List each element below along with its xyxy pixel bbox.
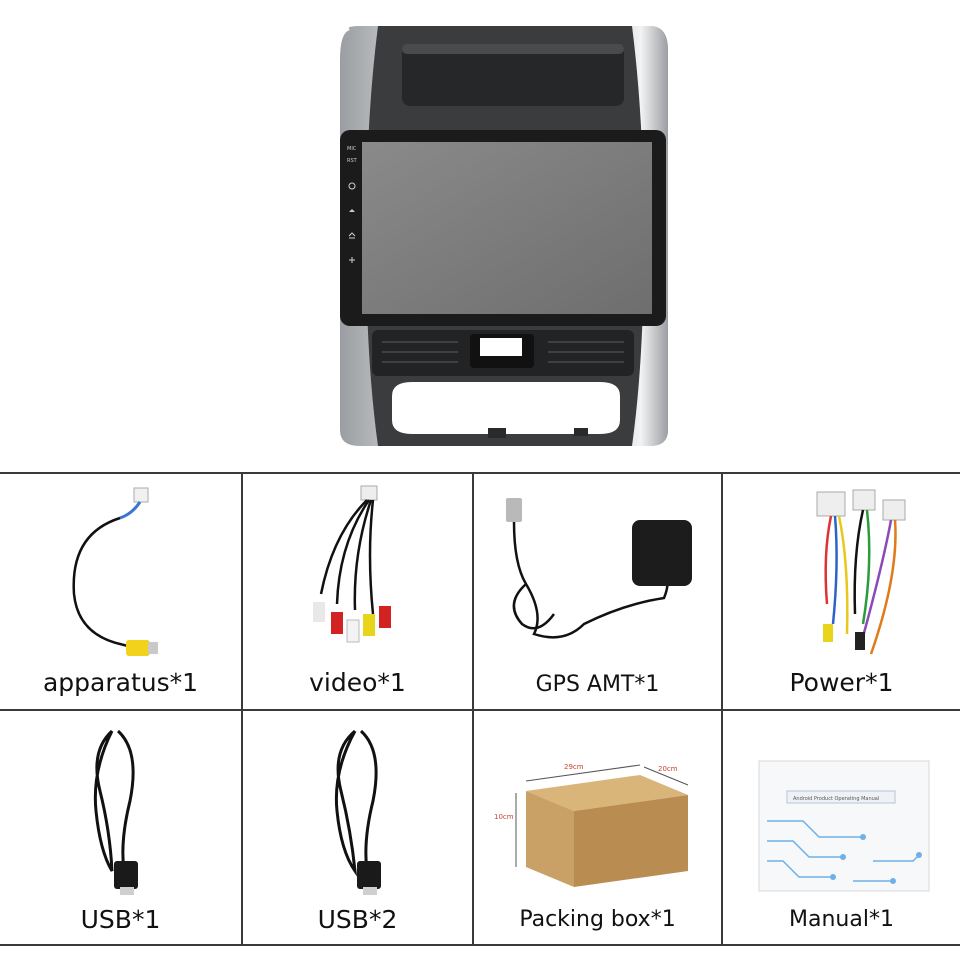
grid-line-bottom xyxy=(0,944,960,946)
item-label: Manual*1 xyxy=(789,907,894,932)
usb-cable-image xyxy=(334,729,381,895)
item-label: apparatus*1 xyxy=(42,668,199,697)
accessory-usb-1: USB*1 xyxy=(0,711,241,944)
power-harness-image xyxy=(816,489,906,655)
manual-cover-title: Android Product Operating Manual xyxy=(793,796,879,802)
svg-text:RST: RST xyxy=(347,158,358,164)
accessory-apparatus: apparatus*1 xyxy=(0,474,241,709)
gps-antenna-image xyxy=(506,498,692,639)
grid-line-middle xyxy=(0,709,960,711)
grid-line-v1 xyxy=(241,472,243,946)
item-label: video*1 xyxy=(309,668,406,697)
accessory-usb-2: USB*2 xyxy=(243,711,472,944)
item-label: GPS AMT*1 xyxy=(535,672,660,697)
grid-line-top xyxy=(0,472,960,474)
accessory-gps: GPS AMT*1 xyxy=(474,474,721,709)
manual-booklet-image: Android Product Operating Manual xyxy=(758,760,930,892)
item-label: Power*1 xyxy=(789,668,894,697)
box-height-label: 10cm xyxy=(494,813,514,821)
apparatus-cable-image xyxy=(72,487,158,656)
accessory-packing-box: 29cm 20cm 10cm Packing box*1 xyxy=(474,711,721,944)
grid-line-v2 xyxy=(472,472,474,946)
video-cable-image xyxy=(313,485,391,643)
box-width-label: 20cm xyxy=(658,765,678,773)
svg-text:MIC: MIC xyxy=(347,146,357,152)
item-label: USB*2 xyxy=(317,905,398,934)
accessory-power: Power*1 xyxy=(723,474,960,709)
item-label: Packing box*1 xyxy=(519,907,676,932)
accessory-video: video*1 xyxy=(243,474,472,709)
usb-cable-image xyxy=(93,729,138,895)
packing-box-image: 29cm 20cm 10cm xyxy=(494,763,689,887)
box-length-label: 29cm xyxy=(564,763,584,771)
grid-line-v3 xyxy=(721,472,723,946)
product-main-image: MIC RST xyxy=(0,0,960,470)
accessory-manual: Android Product Operating Manual Manual*… xyxy=(723,711,960,944)
item-label: USB*1 xyxy=(80,905,161,934)
